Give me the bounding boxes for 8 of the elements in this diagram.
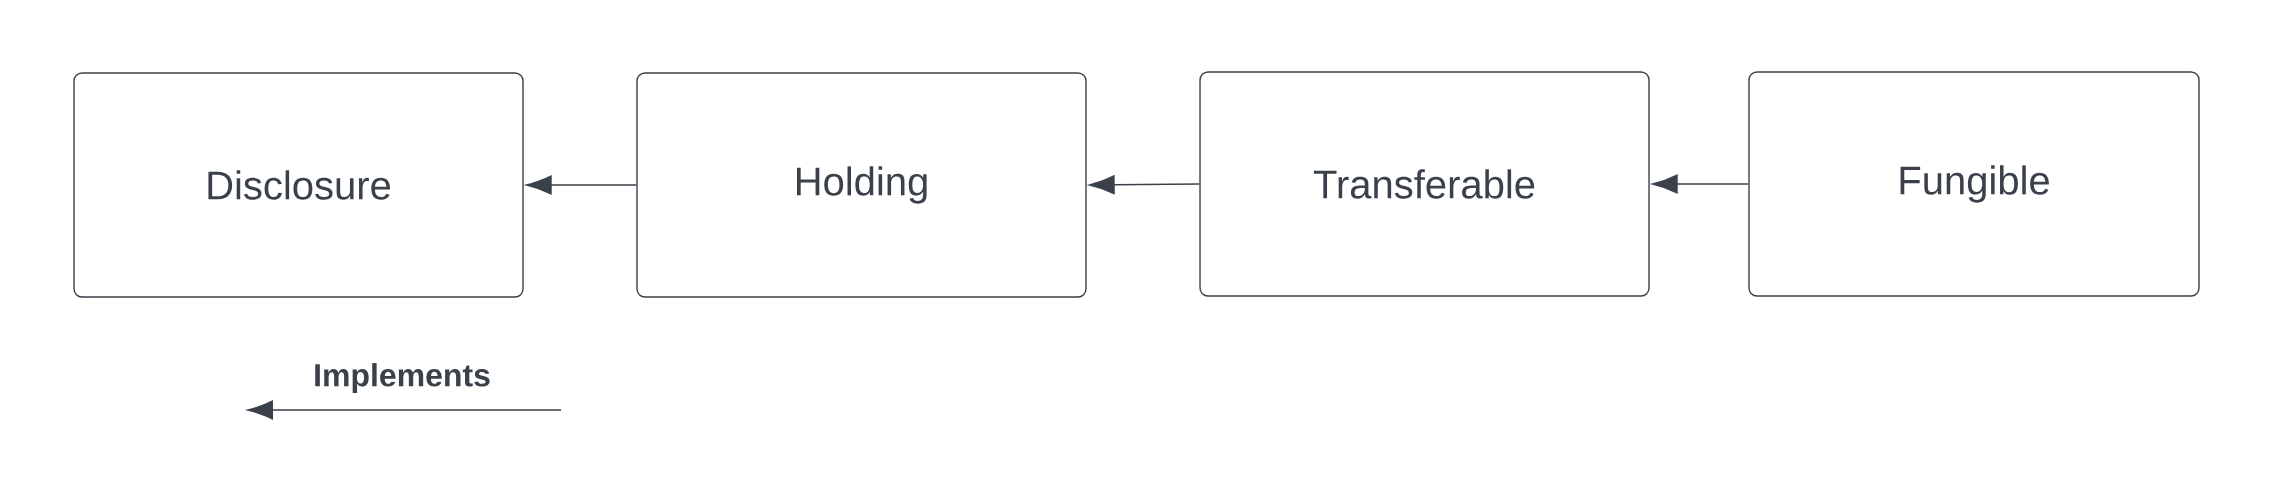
process-box: Fungible — [1748, 71, 2200, 297]
process-box: Disclosure — [73, 72, 524, 298]
arrow — [526, 175, 638, 195]
arrow — [1089, 175, 1200, 195]
process-box: Holding — [636, 72, 1087, 298]
legend-label: Implements — [315, 363, 490, 393]
arrow — [1652, 174, 1749, 194]
process-box: Transferable — [1199, 71, 1650, 297]
